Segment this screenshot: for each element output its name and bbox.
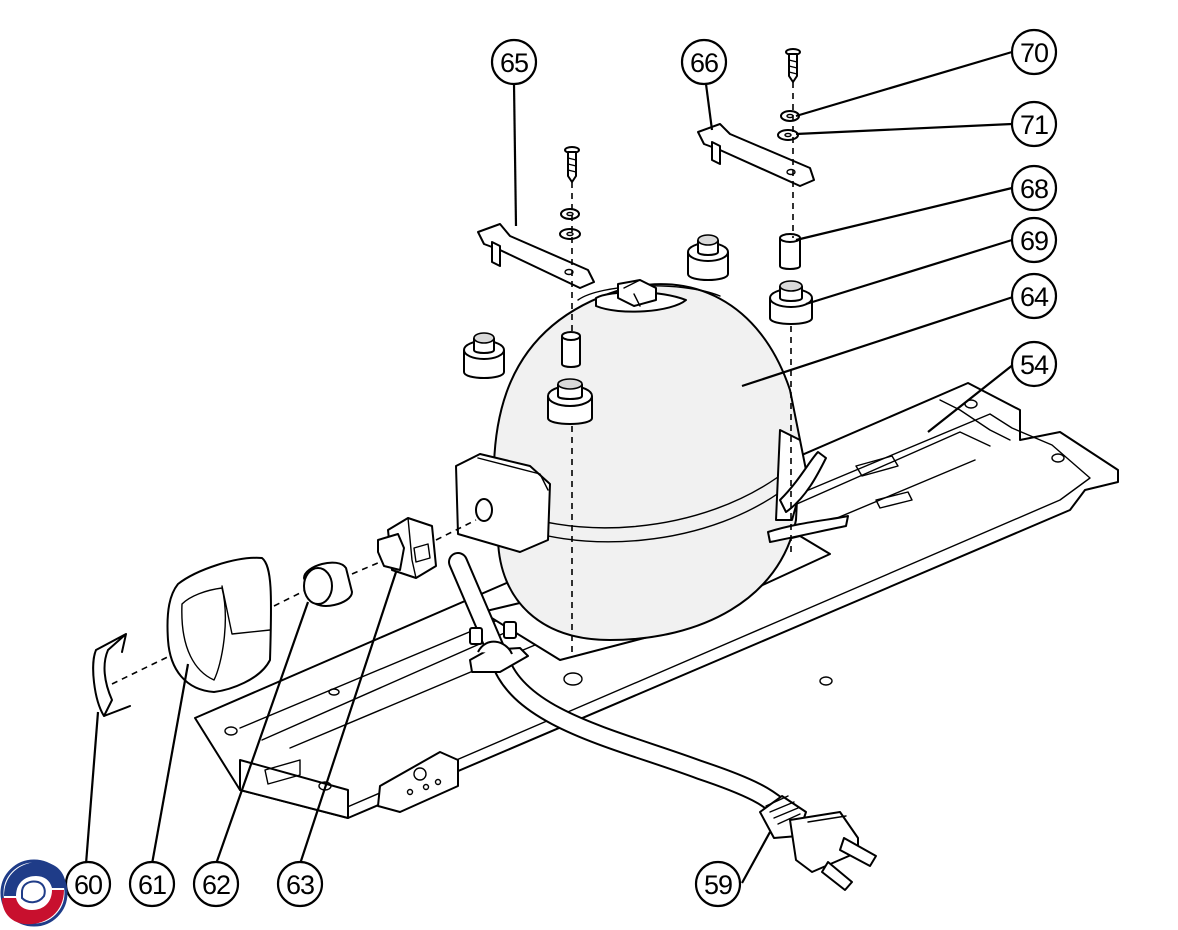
callout-60-label: 60 [74,870,102,900]
callout-61: 61 [128,860,176,908]
callout-64: 64 [1010,272,1058,320]
callout-68-label: 68 [1020,174,1048,204]
callout-62-label: 62 [202,870,230,900]
callout-70-label: 70 [1020,38,1048,68]
callout-64-label: 64 [1020,282,1049,312]
callout-54-label: 54 [1020,350,1049,380]
grommets [463,233,813,425]
callout-71: 71 [1010,100,1058,148]
callout-68: 68 [1010,164,1058,212]
assembly-axes [111,82,794,685]
callout-61-label: 61 [138,870,166,900]
callout-60: 60 [64,860,112,908]
callout-54: 54 [1010,340,1058,388]
callout-63-label: 63 [286,870,314,900]
leader-lines [84,50,1017,884]
compressor-body [455,279,849,641]
callout-71-label: 71 [1020,110,1048,140]
brand-logo [0,859,68,927]
screws-and-washers [559,48,801,240]
brackets [477,123,815,289]
callout-70: 70 [1010,28,1058,76]
callout-59-label: 59 [704,870,732,900]
callout-65-label: 65 [500,48,528,78]
callout-59: 59 [694,860,742,908]
callout-63: 63 [276,860,324,908]
callout-66: 66 [680,38,728,86]
relay-and-covers [92,517,437,717]
callout-69: 69 [1010,216,1058,264]
callout-62: 62 [192,860,240,908]
callout-65: 65 [490,38,538,86]
callout-66-label: 66 [690,48,718,78]
power-cord [448,552,877,891]
callout-69-label: 69 [1020,226,1048,256]
